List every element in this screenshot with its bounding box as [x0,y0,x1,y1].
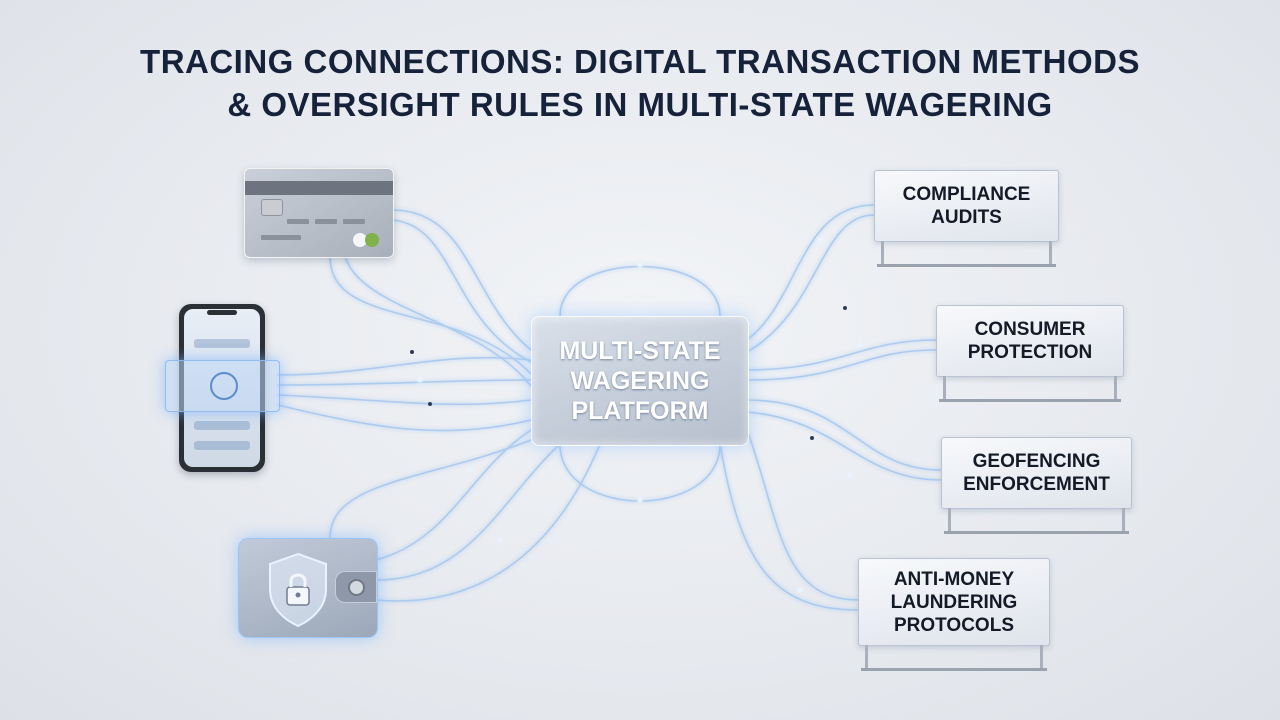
wire-card-hub-4 [344,255,532,387]
screen-row [194,421,250,430]
wire-hub-geofencing-2 [746,411,942,481]
node-dot [847,472,853,478]
node-dot [637,497,643,503]
node-dot [637,262,643,268]
wire-card-hub-1 [391,209,532,351]
output-label-line-1: GEOFENCING [972,451,1101,472]
card-name-block [261,235,301,240]
card-logo-circle-green [365,233,379,247]
junction-dot [428,402,432,406]
screen-row [194,339,250,348]
wire-phone-hub-4 [277,404,532,432]
sign-leg [865,645,868,669]
sign-leg [943,376,946,400]
output-consumer-protection: CONSUMER PROTECTION [936,305,1124,402]
fingerprint-ring [210,372,238,400]
card-logo-circle-white [353,233,367,247]
wire-card-hub-2 [391,219,532,363]
node-dot [457,297,463,303]
output-label-line-1: CONSUMER [974,319,1086,340]
output-label-line-1: ANTI-MONEY [893,568,1015,590]
node-dot [797,587,803,593]
node-dot [467,467,473,473]
node-dot [857,342,863,348]
diagram-title: TRACING CONNECTIONS: DIGITAL TRANSACTION… [0,40,1280,126]
output-label-line-3: PROTOCOLS [894,614,1014,636]
wire-phone-hub-1 [277,356,532,376]
wire-loop-bottom [559,443,721,502]
credit-card-icon [244,168,394,258]
wire-wallet-hub-1 [375,429,532,561]
output-label-line-2: LAUNDERING [890,591,1018,613]
node-dot [417,377,423,383]
sign-base [939,399,1121,402]
output-label-line-2: PROTECTION [967,342,1093,363]
title-line-1: TRACING CONNECTIONS: DIGITAL TRANSACTION… [140,43,1140,80]
sign-leg [948,508,951,532]
node-dot [497,537,503,543]
card-chip [261,199,283,216]
junction-dot [410,350,414,354]
sign-leg [1049,241,1052,265]
wire-wallet-hub-2 [375,443,561,581]
output-geofencing-enforcement: GEOFENCING ENFORCEMENT [941,437,1132,534]
hub-label-line-3: PLATFORM [571,397,709,425]
junction-dot [843,306,847,310]
sign-leg [1122,508,1125,532]
wire-hub-compliance-1 [746,204,875,341]
wire-phone-hub-2 [277,379,532,386]
wallet-lock-icon [238,538,378,638]
sign-leg [881,241,884,265]
sign-leg [1114,376,1117,400]
wire-hub-aml-2 [719,443,859,611]
sign-base [944,531,1129,534]
wire-hub-consumer-1 [746,339,937,371]
output-label-line-2: AUDITS [931,207,1002,228]
card-number-block [343,219,365,224]
sign-base [877,264,1056,267]
output-compliance-audits: COMPLIANCE AUDITS [874,170,1059,267]
fingerprint-hologram-icon [165,360,280,412]
shield-lock-icon [269,552,327,628]
central-platform-node: MULTI-STATE WAGERING PLATFORM [531,316,749,446]
output-anti-money-laundering: ANTI-MONEY LAUNDERING PROTOCOLS [858,558,1050,671]
wire-hub-compliance-2 [746,214,875,353]
output-label-line-2: ENFORCEMENT [963,474,1110,495]
wire-hub-aml-1 [746,429,859,601]
hub-label-line-2: WAGERING [570,367,710,395]
card-number-block [287,219,309,224]
card-number-block [315,219,337,224]
wire-loop-top [559,265,721,317]
wire-wallet-hub-3 [375,443,601,602]
junction-dot [810,436,814,440]
wire-wallet-hub-4 [329,439,532,539]
magnetic-stripe [245,181,393,195]
wire-card-hub-3 [329,255,532,375]
node-dot [817,237,823,243]
output-label-line-1: COMPLIANCE [902,184,1031,205]
hub-label-line-1: MULTI-STATE [559,337,721,365]
wire-hub-geofencing-1 [746,399,942,471]
sign-leg [1040,645,1043,669]
wallet-clasp [348,579,365,596]
wire-phone-hub-3 [277,394,532,406]
sign-base [861,668,1047,671]
title-line-2: & OVERSIGHT RULES IN MULTI-STATE WAGERIN… [227,86,1053,123]
screen-row [194,441,250,450]
wire-hub-consumer-2 [746,349,937,381]
phone-notch [207,310,237,315]
